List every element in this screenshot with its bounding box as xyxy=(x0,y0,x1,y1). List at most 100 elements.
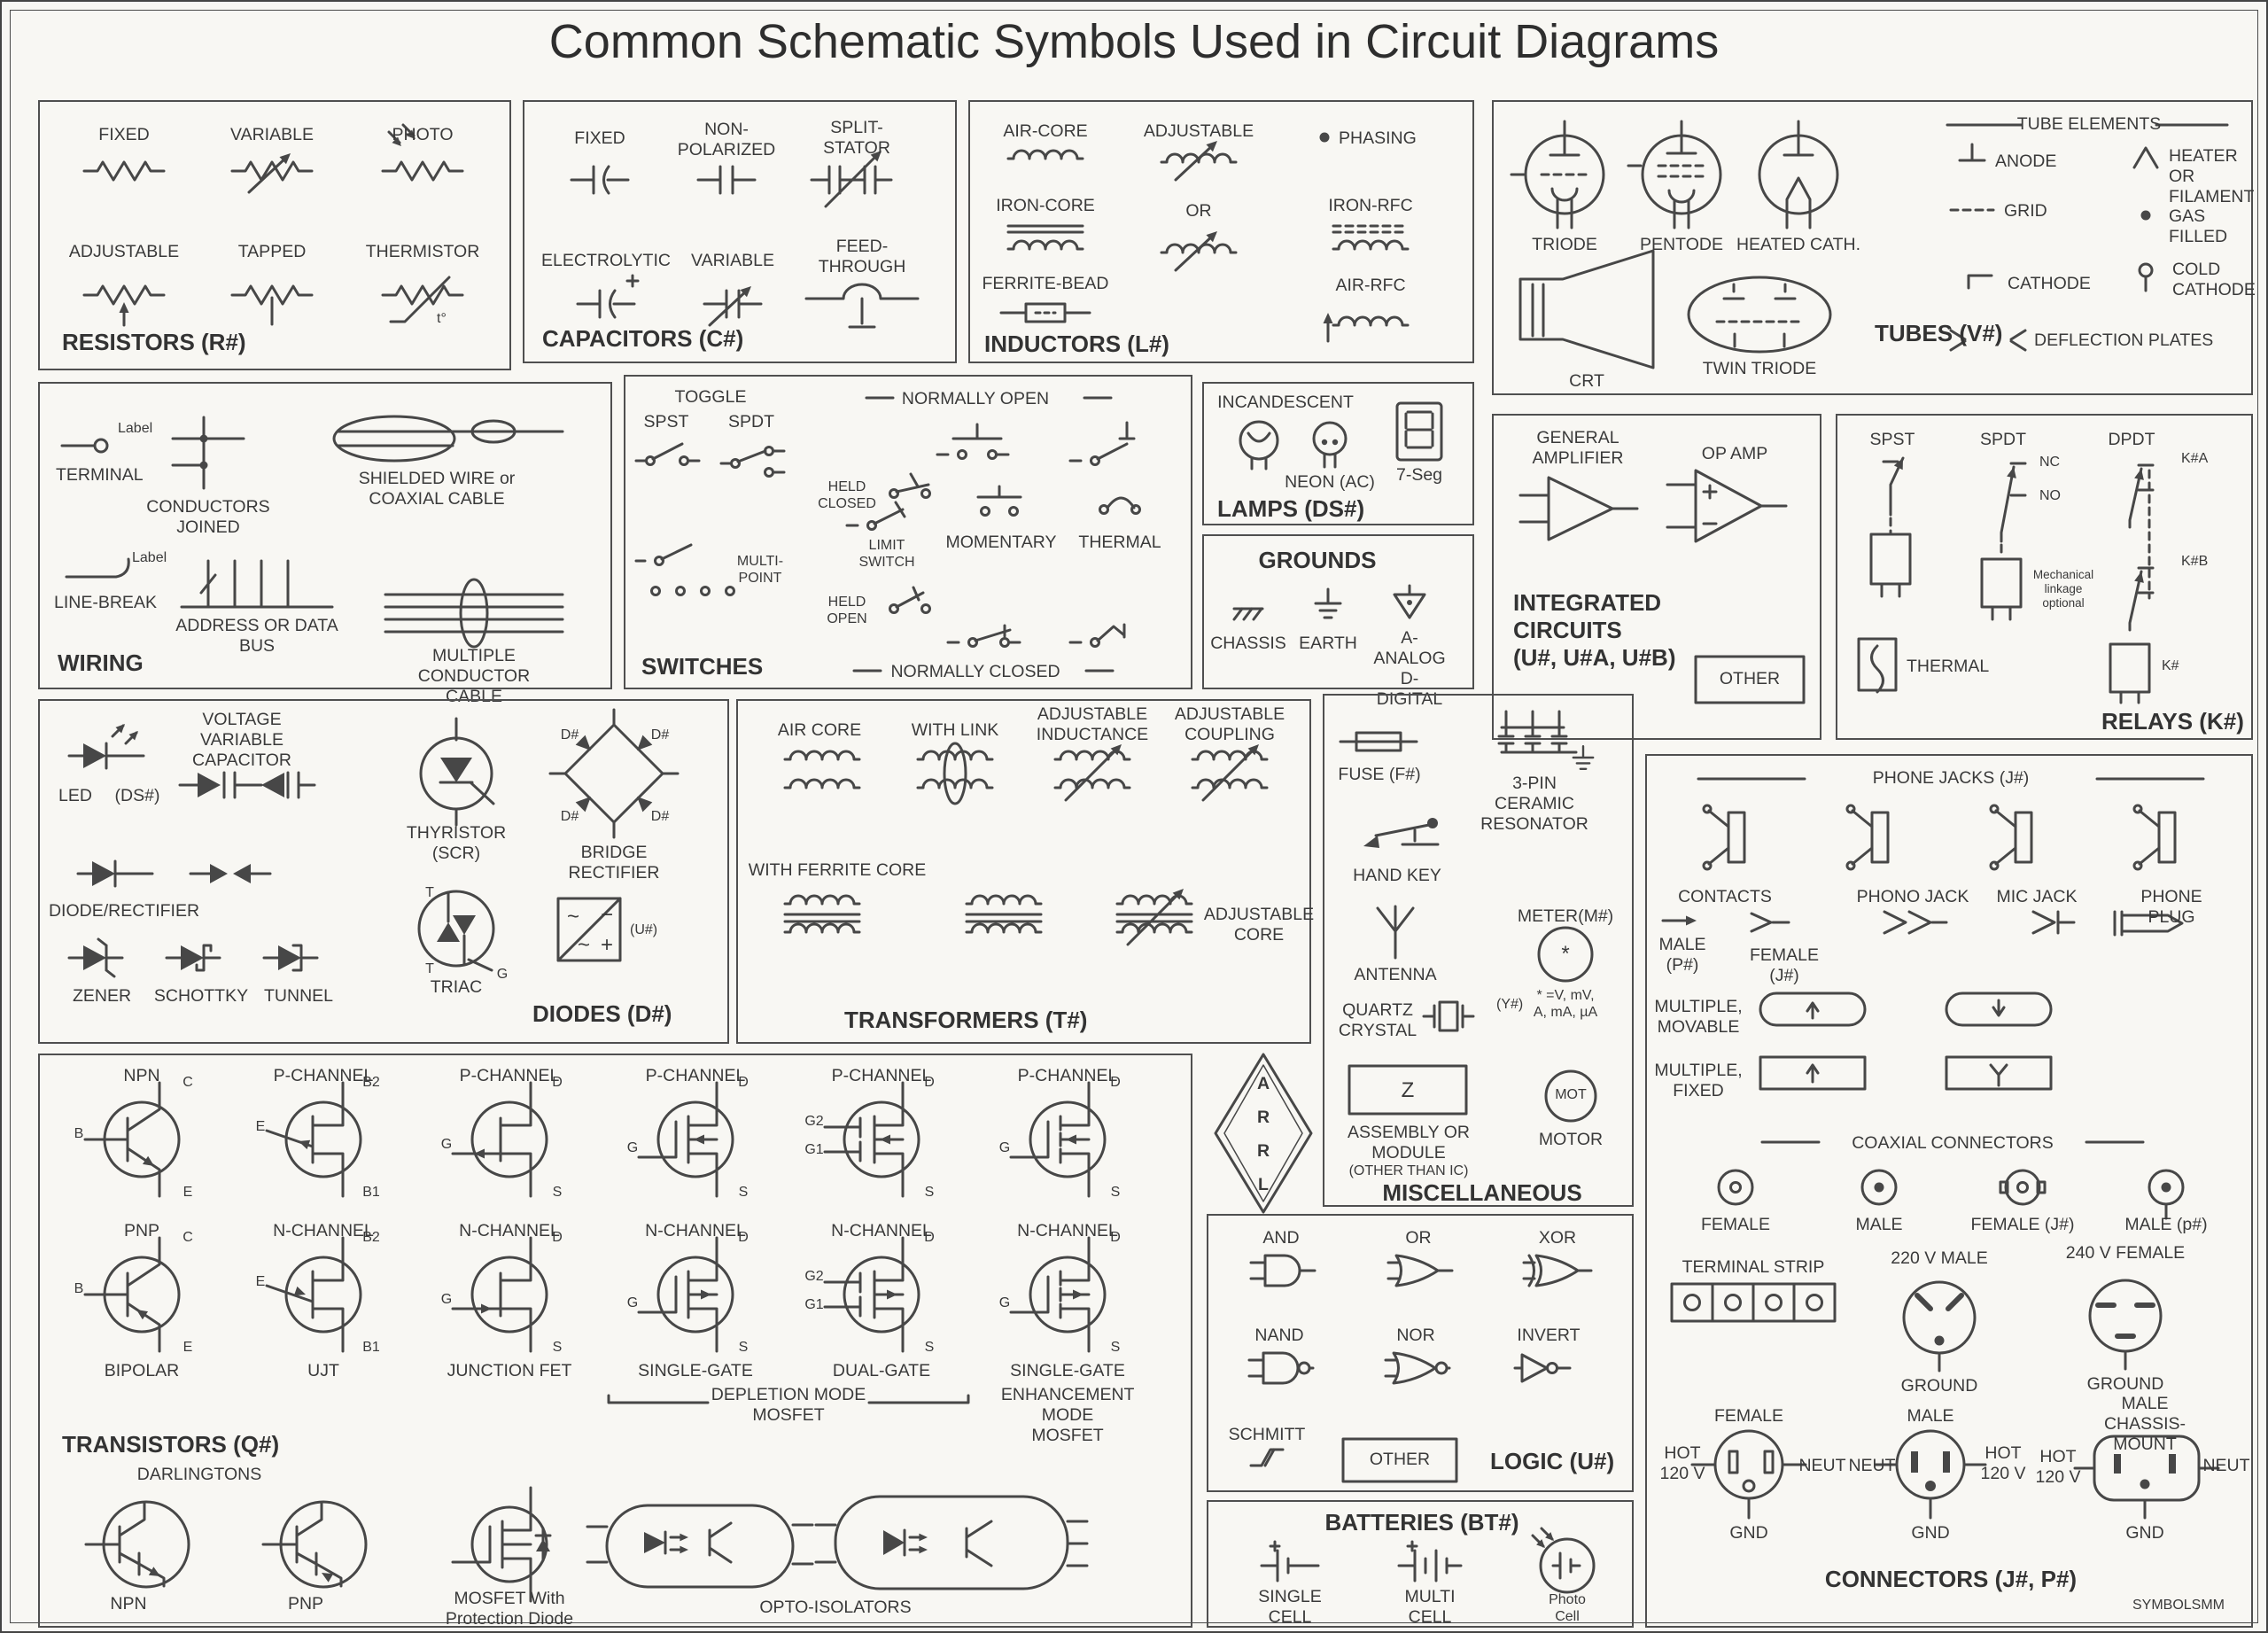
label-tapped: TAPPED xyxy=(237,242,307,261)
label-coaxial: COAXIAL CONNECTORS xyxy=(1852,1133,2054,1153)
label-phasing: PHASING xyxy=(1339,128,1417,148)
mosfet-dual-n-symbol xyxy=(823,1236,920,1353)
module-box-symbol xyxy=(1348,1064,1468,1116)
label-nch-3: N-CHANNEL xyxy=(645,1221,746,1240)
label-cathode: CATHODE xyxy=(2008,274,2091,293)
label-triode: TRIODE xyxy=(1532,235,1597,254)
varactor-symbol xyxy=(178,771,316,799)
split-stator-capacitor-symbol xyxy=(810,145,893,208)
label-xor: XOR xyxy=(1538,1228,1577,1248)
female-contact-symbol xyxy=(1750,912,1790,933)
pin-s-5: S xyxy=(924,1185,935,1200)
other-logic-box xyxy=(1341,1437,1458,1483)
label-other-logic: OTHER xyxy=(1369,1450,1431,1469)
label-mot: MOT xyxy=(1555,1087,1587,1102)
multi-point-switch-symbol xyxy=(634,543,735,596)
pin-g-10: G xyxy=(626,1295,639,1310)
label-chassis: CHASSIS xyxy=(1210,634,1286,653)
npn-bipolar-symbol xyxy=(83,1081,181,1198)
label-line-break: LINE-BREAK xyxy=(54,593,157,612)
mic-jack-symbol xyxy=(2031,910,2076,935)
label-normally-closed: NORMALLY CLOSED xyxy=(890,662,1060,681)
opto-isolator-symbol-1 xyxy=(586,1504,814,1589)
label-photo-cell: Photo Cell xyxy=(1549,1592,1586,1624)
transformers-section: AIR CORE WITH LINK ADJUSTABLE INDUCTANCE… xyxy=(736,699,1314,1044)
label-variable: VARIABLE xyxy=(230,125,314,144)
inductors-section: AIR-CORE IRON-CORE FERRITE-BEAD ADJUSTAB… xyxy=(968,100,1474,363)
led-symbol xyxy=(67,719,145,770)
label-schmitt: SCHMITT xyxy=(1228,1425,1306,1444)
label-neon: NEON (AC) xyxy=(1285,472,1375,492)
label-split-stator: SPLIT-STATOR xyxy=(823,118,890,158)
nor-gate-symbol xyxy=(1384,1351,1451,1385)
label-darlingtons: DARLINGTONS xyxy=(136,1465,262,1484)
air-rfc-symbol xyxy=(1322,311,1410,343)
pin-g-3: G xyxy=(440,1137,453,1152)
air-core-transformer-symbol xyxy=(785,751,859,788)
grounds-title: GROUNDS xyxy=(1258,547,1377,573)
zener-symbol xyxy=(67,937,124,978)
and-gate-symbol xyxy=(1249,1254,1317,1287)
label-deflection: DEFLECTION PLATES xyxy=(2034,330,2214,350)
misc-section: FUSE (F#) 3-PIN CERAMIC RESONATOR HAND K… xyxy=(1323,694,1634,1207)
limit-switch-symbol xyxy=(845,501,906,531)
label-darl-npn: NPN xyxy=(110,1594,147,1614)
lamps-title: LAMPS (DS#) xyxy=(1217,495,1365,522)
variable-capacitor-symbol xyxy=(703,283,763,325)
capacitors-section: FIXED NON- POLARIZED SPLIT-STATOR ELECTR… xyxy=(523,100,957,363)
label-held-closed: HELD CLOSED xyxy=(818,479,876,511)
feed-through-capacitor-symbol xyxy=(804,283,920,329)
label-break-label: Label xyxy=(132,550,167,565)
label-single-gate-1: SINGLE-GATE xyxy=(638,1361,753,1380)
label-hot-3: HOT 120 V xyxy=(2035,1447,2081,1487)
label-y-ref: (Y#) xyxy=(1496,997,1524,1012)
label-and: AND xyxy=(1262,1228,1300,1248)
label-nch-1: N-CHANNEL xyxy=(273,1221,374,1240)
label-held-open: HELD OPEN xyxy=(827,595,867,626)
phasing-dot-symbol xyxy=(1319,132,1330,143)
label-minus: − xyxy=(600,903,614,927)
label-gnd-1: GND xyxy=(1729,1523,1768,1543)
mosfet-dep-n-symbol xyxy=(637,1236,734,1353)
label-220v-male: 220 V MALE xyxy=(1891,1248,1988,1268)
switches-title: SWITCHES xyxy=(641,653,764,680)
line-break-symbol xyxy=(65,557,130,579)
label-fixed: FIXED xyxy=(98,125,150,144)
pin-e-7: E xyxy=(183,1340,193,1355)
antenna-symbol xyxy=(1376,905,1415,960)
fuse-symbol xyxy=(1339,731,1418,752)
opposed-diodes-symbol xyxy=(189,864,272,883)
pin-e-1: E xyxy=(183,1185,193,1200)
pushbutton-no-symbol xyxy=(936,423,1010,460)
ferrite-core-transformer-symbol xyxy=(783,896,861,932)
lamps-section: INCANDESCENT NEON (AC) 7-Seg LAMPS (DS#) xyxy=(1202,382,1474,525)
with-link-transformer-symbol xyxy=(918,742,992,805)
label-bridge: BRIDGE RECTIFIER xyxy=(568,843,660,883)
logic-section: AND OR XOR NAND NOR INVERT SCHMITT OTHER… xyxy=(1207,1214,1634,1492)
wiring-section: Label TERMINAL CONDUCTORS JOINED SHIELDE… xyxy=(38,382,612,706)
pin-s-3: S xyxy=(552,1185,563,1200)
inverter-symbol xyxy=(1513,1353,1572,1383)
inductors-title: INDUCTORS (L#) xyxy=(984,330,1169,357)
quartz-crystal-symbol xyxy=(1422,1000,1475,1032)
label-meter-note: * =V, mV, A, mA, µA xyxy=(1533,988,1598,1020)
label-air-core: AIR CORE xyxy=(777,720,862,740)
mosfet-dep-p-symbol xyxy=(637,1081,734,1198)
label-zener: ZENER xyxy=(72,986,132,1006)
label-conductors-joined: CONDUCTORS JOINED xyxy=(146,497,270,537)
label-nor: NOR xyxy=(1396,1326,1435,1345)
label-thermistor: THERMISTOR xyxy=(365,242,480,261)
pin-s-12: S xyxy=(1110,1340,1121,1355)
label-momentary: MOMENTARY xyxy=(945,533,1057,552)
spst-switch-symbol xyxy=(634,442,701,466)
pin-g-4: G xyxy=(626,1140,639,1155)
pin-g-9: G xyxy=(440,1292,453,1307)
label-toggle: TOGGLE xyxy=(674,387,747,407)
tubes-title: TUBES (V#) xyxy=(1875,320,2003,346)
logic-drawing xyxy=(1247,1254,1593,1483)
label-seven-seg: 7-Seg xyxy=(1395,465,1443,485)
pin-b-1: B xyxy=(74,1126,84,1141)
ic-section: GENERAL AMPLIFIER OP AMP INTEGRATED CIRC… xyxy=(1492,414,1821,740)
label-bipolar: BIPOLAR xyxy=(104,1361,180,1380)
pin-b1: B1 xyxy=(362,1185,380,1200)
